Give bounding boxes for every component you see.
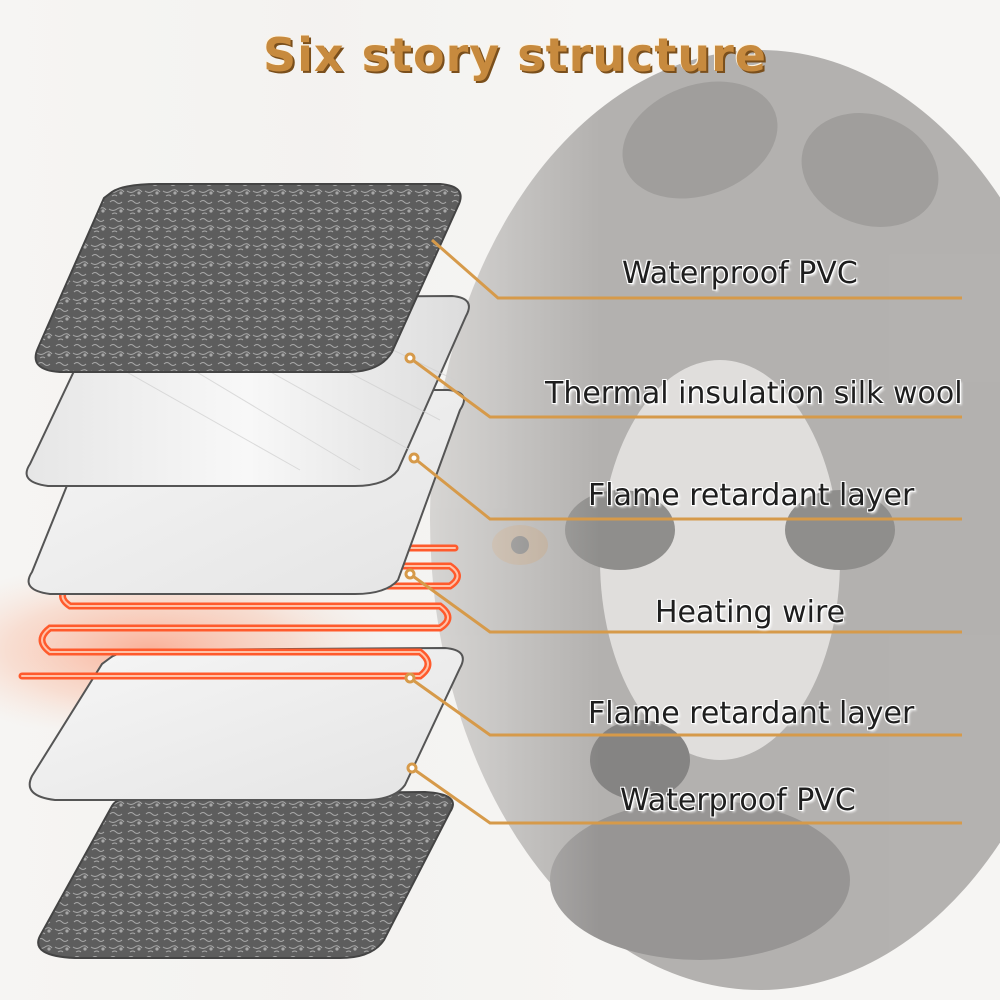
layer-label-flame-retardant-lower: Flame retardant layer: [588, 696, 915, 731]
leader-dots: [404, 352, 420, 774]
layer-label-heating-wire: Heating wire: [655, 595, 846, 630]
diagram-title: Six story structure: [263, 28, 767, 82]
layer-label-waterproof-pvc-top: Waterproof PVC: [622, 256, 858, 291]
layer-label-thermal-insulation: Thermal insulation silk wool: [545, 376, 963, 411]
leader-line-6: [411, 766, 962, 825]
layer-label-flame-retardant-upper: Flame retardant layer: [588, 478, 915, 513]
pvc-layer-top: [34, 183, 462, 373]
leader-lines: [409, 238, 962, 825]
leader-line-3: [413, 456, 962, 521]
leader-line-2: [409, 356, 962, 419]
leader-line-5: [409, 676, 962, 737]
leader-line-4: [409, 572, 962, 634]
layer-label-waterproof-pvc-bottom: Waterproof PVC: [620, 783, 856, 818]
leader-line-1: [431, 238, 962, 300]
